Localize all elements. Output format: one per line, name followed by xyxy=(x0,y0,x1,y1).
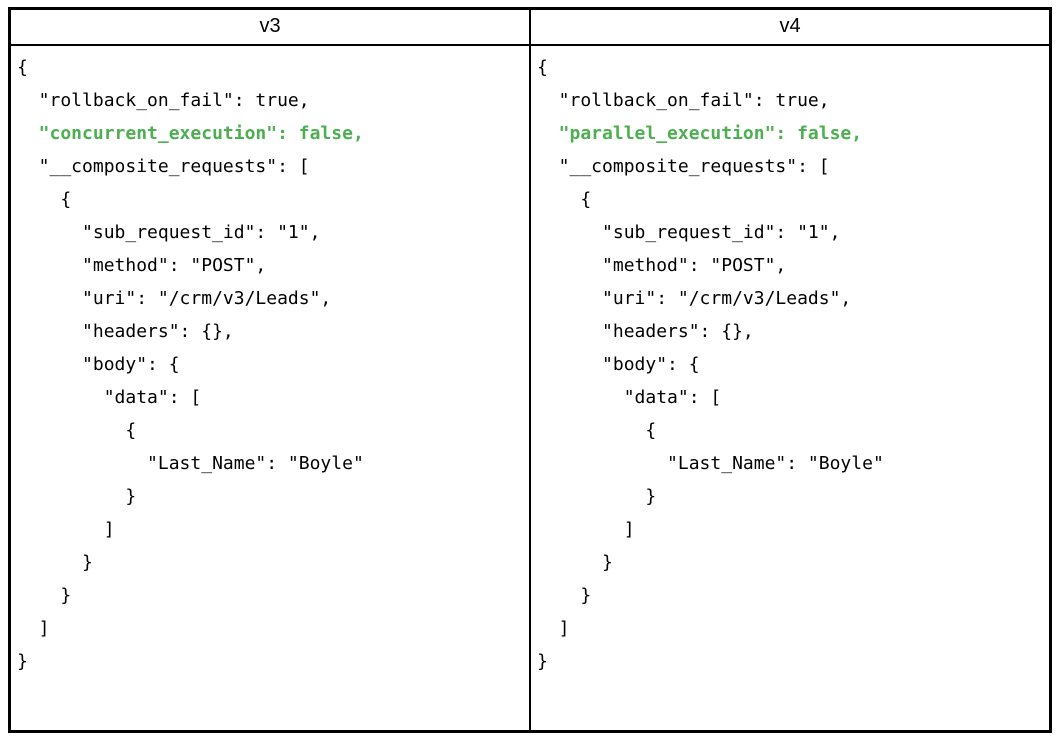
code-line: "method": "POST", xyxy=(537,254,787,276)
code-line: { xyxy=(17,56,28,78)
code-line: "Last_Name": "Boyle" xyxy=(537,452,884,474)
code-line: "rollback_on_fail": true, xyxy=(17,89,310,111)
code-line: "__composite_requests": [ xyxy=(17,155,310,177)
code-line: "uri": "/crm/v3/Leads", xyxy=(537,287,852,309)
code-line: } xyxy=(17,650,28,672)
code-line: { xyxy=(537,188,592,210)
code-block-v3: { "rollback_on_fail": true, "concurrent_… xyxy=(17,51,523,678)
code-line: { xyxy=(17,188,72,210)
code-line: { xyxy=(537,419,657,441)
code-line: "uri": "/crm/v3/Leads", xyxy=(17,287,332,309)
table-body: { "rollback_on_fail": true, "concurrent_… xyxy=(8,43,1052,733)
code-line: } xyxy=(537,650,548,672)
code-line: "data": [ xyxy=(17,386,202,408)
code-cell-v4: { "rollback_on_fail": true, "parallel_ex… xyxy=(529,43,1052,733)
highlighted-code-line: "parallel_execution": false, xyxy=(537,122,863,144)
code-line: "headers": {}, xyxy=(17,320,234,342)
code-line: "headers": {}, xyxy=(537,320,754,342)
code-line: { xyxy=(537,56,548,78)
code-line: } xyxy=(17,584,72,606)
code-cell-v3: { "rollback_on_fail": true, "concurrent_… xyxy=(8,43,531,733)
code-line: } xyxy=(537,551,613,573)
column-header-v3: v3 xyxy=(8,7,531,46)
version-comparison-table: v3 v4 { "rollback_on_fail": true, "concu… xyxy=(8,7,1052,733)
code-line: } xyxy=(17,551,93,573)
code-line: ] xyxy=(17,518,115,540)
column-header-v4: v4 xyxy=(529,7,1052,46)
code-line: ] xyxy=(537,617,570,639)
code-line: "rollback_on_fail": true, xyxy=(537,89,830,111)
code-line: } xyxy=(17,485,137,507)
code-line: "Last_Name": "Boyle" xyxy=(17,452,364,474)
code-line: "body": { xyxy=(537,353,700,375)
table-header-row: v3 v4 xyxy=(8,7,1052,46)
code-line: "body": { xyxy=(17,353,180,375)
code-line: "data": [ xyxy=(537,386,722,408)
code-line: "__composite_requests": [ xyxy=(537,155,830,177)
code-line: } xyxy=(537,485,657,507)
highlighted-code-line: "concurrent_execution": false, xyxy=(17,122,364,144)
code-line: ] xyxy=(17,617,50,639)
code-block-v4: { "rollback_on_fail": true, "parallel_ex… xyxy=(537,51,1043,678)
code-line: "sub_request_id": "1", xyxy=(17,221,321,243)
code-line: } xyxy=(537,584,592,606)
code-line: "sub_request_id": "1", xyxy=(537,221,841,243)
code-line: "method": "POST", xyxy=(17,254,267,276)
code-line: { xyxy=(17,419,137,441)
code-line: ] xyxy=(537,518,635,540)
